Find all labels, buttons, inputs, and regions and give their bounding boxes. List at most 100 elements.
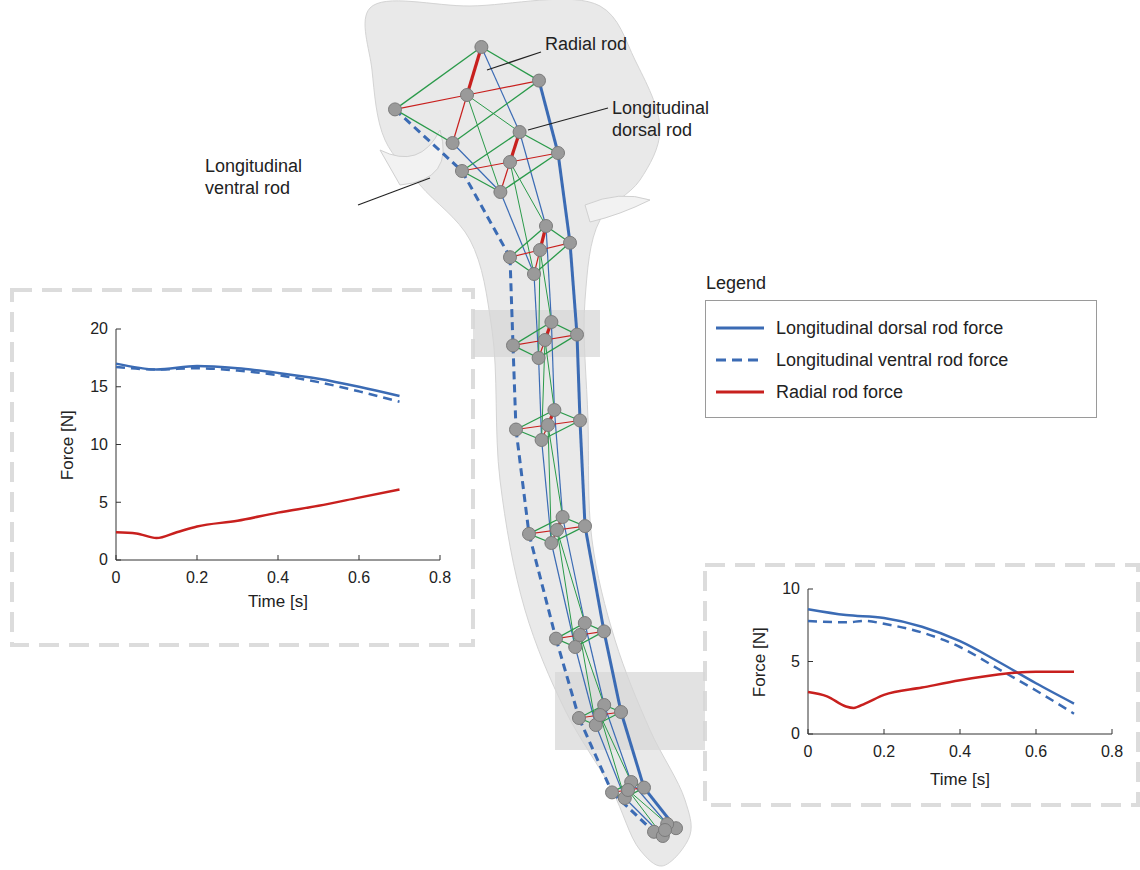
joint <box>659 824 672 837</box>
joint <box>594 709 607 722</box>
joint <box>533 74 546 87</box>
radial-rod <box>453 95 467 143</box>
tick <box>808 661 813 662</box>
tick <box>808 734 813 735</box>
tick <box>884 729 885 734</box>
axis-label: 0 <box>804 742 813 761</box>
axis-label: 5 <box>791 652 800 671</box>
inset-frame <box>705 565 1138 805</box>
cable <box>510 226 546 257</box>
fin <box>380 130 443 185</box>
legend-row: Longitudinal ventral rod force <box>714 347 1008 373</box>
cable <box>580 635 596 725</box>
axes <box>808 589 1112 734</box>
cable <box>481 47 539 81</box>
data-line <box>808 621 1074 714</box>
axis-label: 0.2 <box>186 568 208 587</box>
longitudinal-rod <box>554 410 562 517</box>
longitudinal-rod <box>481 47 519 132</box>
tick <box>116 329 121 330</box>
cable <box>628 790 667 824</box>
longitudinal-ventral-rod <box>612 792 654 831</box>
tick <box>440 555 441 560</box>
data-line <box>808 672 1074 708</box>
longitudinal-dorsal-rod <box>585 526 604 631</box>
inset-frame <box>12 290 473 645</box>
legend-sample <box>714 323 766 333</box>
joint <box>622 784 635 797</box>
axis-label: 0.2 <box>873 742 895 761</box>
data-line <box>116 490 400 539</box>
tick <box>278 555 279 560</box>
tick <box>116 502 121 503</box>
legend-text: Radial rod force <box>776 382 903 403</box>
cable <box>600 715 631 782</box>
legend-row: Longitudinal dorsal rod force <box>714 315 1003 341</box>
joint <box>504 156 517 169</box>
line-chart <box>808 589 1112 734</box>
joint <box>534 244 547 257</box>
joint <box>510 423 523 436</box>
line-chart <box>116 329 440 560</box>
part-label: Radial rod <box>545 34 627 56</box>
radial-rod <box>395 95 467 109</box>
joint <box>535 434 548 447</box>
joint <box>598 625 611 638</box>
axis-label: 10 <box>90 435 108 454</box>
radial-rod <box>510 153 558 162</box>
fin <box>585 196 650 222</box>
tick <box>197 555 198 560</box>
legend-sample <box>714 387 766 397</box>
joint <box>573 712 586 725</box>
axis-label: 0.8 <box>429 568 451 587</box>
joint <box>507 339 520 352</box>
joint <box>606 786 619 799</box>
legend-row: Radial rod force <box>714 379 903 405</box>
axis-label: 20 <box>90 319 108 338</box>
tick <box>960 729 961 734</box>
joint <box>579 520 592 533</box>
cable <box>500 153 558 192</box>
joint <box>540 220 553 233</box>
radial-rod <box>462 162 510 171</box>
longitudinal-ventral-rod <box>513 345 516 429</box>
longitudinal-dorsal-rod <box>539 81 558 153</box>
axis-label: 0.8 <box>1101 742 1123 761</box>
joint <box>446 137 459 150</box>
longitudinal-rod <box>520 132 546 226</box>
axes <box>116 329 440 560</box>
cable <box>557 530 585 623</box>
legend-box: Longitudinal dorsal rod forceLongitudina… <box>705 300 1097 418</box>
axis-label: 0.6 <box>348 568 370 587</box>
joint <box>494 186 507 199</box>
axis-label: 5 <box>99 493 108 512</box>
joint <box>475 41 488 54</box>
axis-label: 0 <box>791 724 800 743</box>
cable <box>453 81 539 143</box>
axis-label: 0.6 <box>1025 742 1047 761</box>
radial-rod <box>467 81 539 95</box>
tensegrity-model <box>389 41 683 843</box>
tick <box>1036 729 1037 734</box>
joint <box>578 617 591 630</box>
joint <box>564 236 577 249</box>
longitudinal-ventral-rod <box>516 430 529 534</box>
legend-title: Legend <box>706 273 766 295</box>
joint <box>389 103 402 116</box>
longitudinal-rod <box>551 543 575 647</box>
axis-label: 0 <box>99 550 108 569</box>
joint <box>548 404 561 417</box>
longitudinal-rod <box>500 192 534 274</box>
tick <box>359 555 360 560</box>
joint <box>615 706 628 719</box>
longitudinal-rod <box>534 274 539 358</box>
cable <box>510 162 546 226</box>
joint <box>461 89 474 102</box>
joint <box>556 511 569 524</box>
longitudinal-dorsal-rod <box>621 712 644 788</box>
cable <box>548 425 551 543</box>
joint <box>552 147 565 160</box>
part-label: Longitudinal ventral rod <box>205 156 330 199</box>
cable <box>534 243 570 274</box>
